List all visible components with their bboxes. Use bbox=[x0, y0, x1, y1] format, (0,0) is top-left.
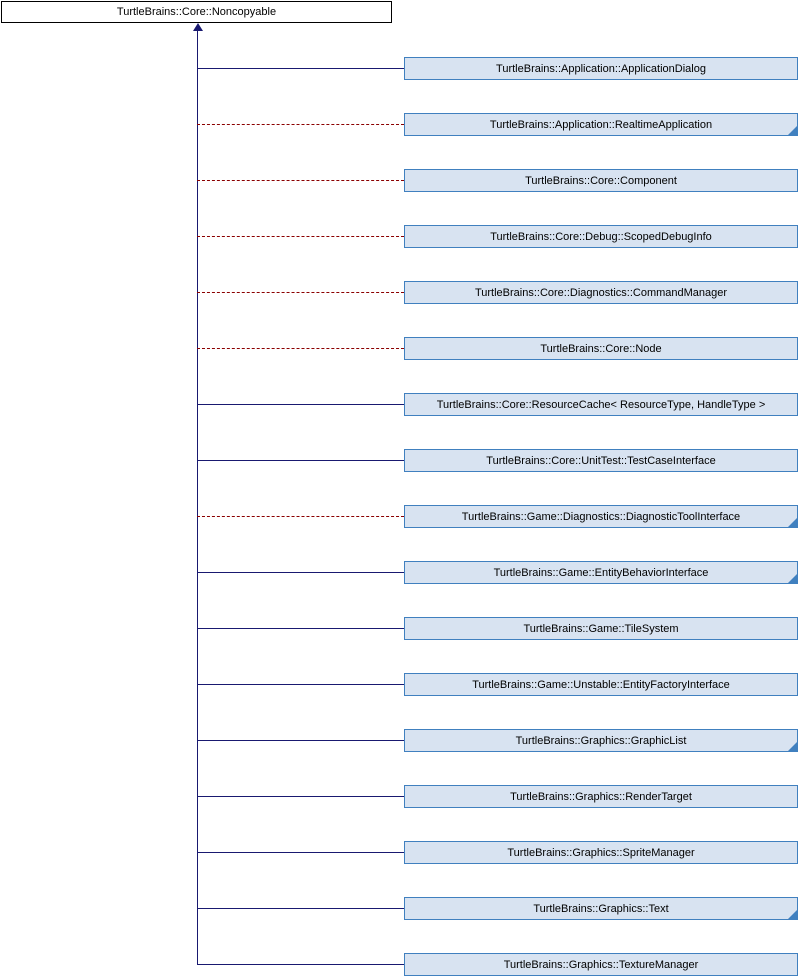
inheritance-edge bbox=[197, 628, 404, 629]
class-node-derived[interactable]: TurtleBrains::Game::TileSystem bbox=[404, 617, 798, 640]
inheritance-edge bbox=[197, 796, 404, 797]
derived-class-label: TurtleBrains::Core::Diagnostics::Command… bbox=[474, 286, 728, 299]
class-node-derived[interactable]: TurtleBrains::Game::EntityBehaviorInterf… bbox=[404, 561, 798, 584]
inheritance-edge bbox=[197, 572, 404, 573]
derived-class-label: TurtleBrains::Game::TileSystem bbox=[523, 622, 679, 635]
class-node-derived[interactable]: TurtleBrains::Graphics::RenderTarget bbox=[404, 785, 798, 808]
class-node-derived[interactable]: TurtleBrains::Graphics::GraphicList bbox=[404, 729, 798, 752]
class-node-derived[interactable]: TurtleBrains::Application::RealtimeAppli… bbox=[404, 113, 798, 136]
truncation-marker-icon bbox=[788, 910, 797, 919]
truncation-marker-icon bbox=[788, 574, 797, 583]
derived-class-label: TurtleBrains::Application::ApplicationDi… bbox=[496, 62, 706, 75]
inheritance-edge bbox=[197, 516, 404, 517]
class-node-derived[interactable]: TurtleBrains::Application::ApplicationDi… bbox=[404, 57, 798, 80]
inheritance-edge bbox=[197, 908, 404, 909]
inheritance-edge bbox=[197, 68, 404, 69]
truncation-marker-icon bbox=[788, 126, 797, 135]
derived-class-label: TurtleBrains::Graphics::RenderTarget bbox=[510, 790, 692, 803]
derived-class-label: TurtleBrains::Core::Debug::ScopedDebugIn… bbox=[490, 230, 712, 243]
inheritance-trunk-line bbox=[197, 30, 198, 964]
derived-class-label: TurtleBrains::Core::UnitTest::TestCaseIn… bbox=[486, 454, 716, 467]
class-node-derived[interactable]: TurtleBrains::Core::Node bbox=[404, 337, 798, 360]
derived-class-label: TurtleBrains::Graphics::TextureManager bbox=[503, 958, 699, 971]
derived-class-label: TurtleBrains::Graphics::GraphicList bbox=[515, 734, 687, 747]
inheritance-edge bbox=[197, 740, 404, 741]
inheritance-edge bbox=[197, 404, 404, 405]
class-node-derived[interactable]: TurtleBrains::Core::Diagnostics::Command… bbox=[404, 281, 798, 304]
class-node-derived[interactable]: TurtleBrains::Graphics::SpriteManager bbox=[404, 841, 798, 864]
inheritance-edge bbox=[197, 292, 404, 293]
inheritance-edge bbox=[197, 124, 404, 125]
class-node-derived[interactable]: TurtleBrains::Graphics::Text bbox=[404, 897, 798, 920]
derived-class-label: TurtleBrains::Core::ResourceCache< Resou… bbox=[436, 398, 766, 411]
truncation-marker-icon bbox=[788, 518, 797, 527]
inheritance-edge bbox=[197, 236, 404, 237]
derived-class-label: TurtleBrains::Application::RealtimeAppli… bbox=[489, 118, 713, 131]
base-class-label: TurtleBrains::Core::Noncopyable bbox=[116, 6, 277, 18]
class-node-derived[interactable]: TurtleBrains::Game::Unstable::EntityFact… bbox=[404, 673, 798, 696]
inheritance-edge bbox=[197, 348, 404, 349]
derived-class-label: TurtleBrains::Core::Component bbox=[525, 174, 677, 187]
class-node-derived[interactable]: TurtleBrains::Core::UnitTest::TestCaseIn… bbox=[404, 449, 798, 472]
inheritance-edge bbox=[197, 852, 404, 853]
inheritance-edge bbox=[197, 460, 404, 461]
arrowhead-icon bbox=[193, 23, 203, 31]
derived-class-label: TurtleBrains::Graphics::SpriteManager bbox=[507, 846, 695, 859]
derived-class-label: TurtleBrains::Game::Unstable::EntityFact… bbox=[472, 678, 730, 691]
derived-class-label: TurtleBrains::Game::Diagnostics::Diagnos… bbox=[461, 510, 741, 523]
derived-class-label: TurtleBrains::Game::EntityBehaviorInterf… bbox=[493, 566, 709, 579]
class-node-derived[interactable]: TurtleBrains::Core::Debug::ScopedDebugIn… bbox=[404, 225, 798, 248]
class-node-derived[interactable]: TurtleBrains::Graphics::TextureManager bbox=[404, 953, 798, 976]
inheritance-edge bbox=[197, 684, 404, 685]
class-node-derived[interactable]: TurtleBrains::Core::Component bbox=[404, 169, 798, 192]
truncation-marker-icon bbox=[788, 742, 797, 751]
class-node-derived[interactable]: TurtleBrains::Game::Diagnostics::Diagnos… bbox=[404, 505, 798, 528]
class-node-derived[interactable]: TurtleBrains::Core::ResourceCache< Resou… bbox=[404, 393, 798, 416]
class-node-base[interactable]: TurtleBrains::Core::Noncopyable bbox=[1, 1, 392, 23]
inheritance-edge bbox=[197, 180, 404, 181]
derived-class-label: TurtleBrains::Graphics::Text bbox=[533, 902, 669, 915]
inheritance-edge bbox=[197, 964, 404, 965]
derived-class-label: TurtleBrains::Core::Node bbox=[540, 342, 662, 355]
